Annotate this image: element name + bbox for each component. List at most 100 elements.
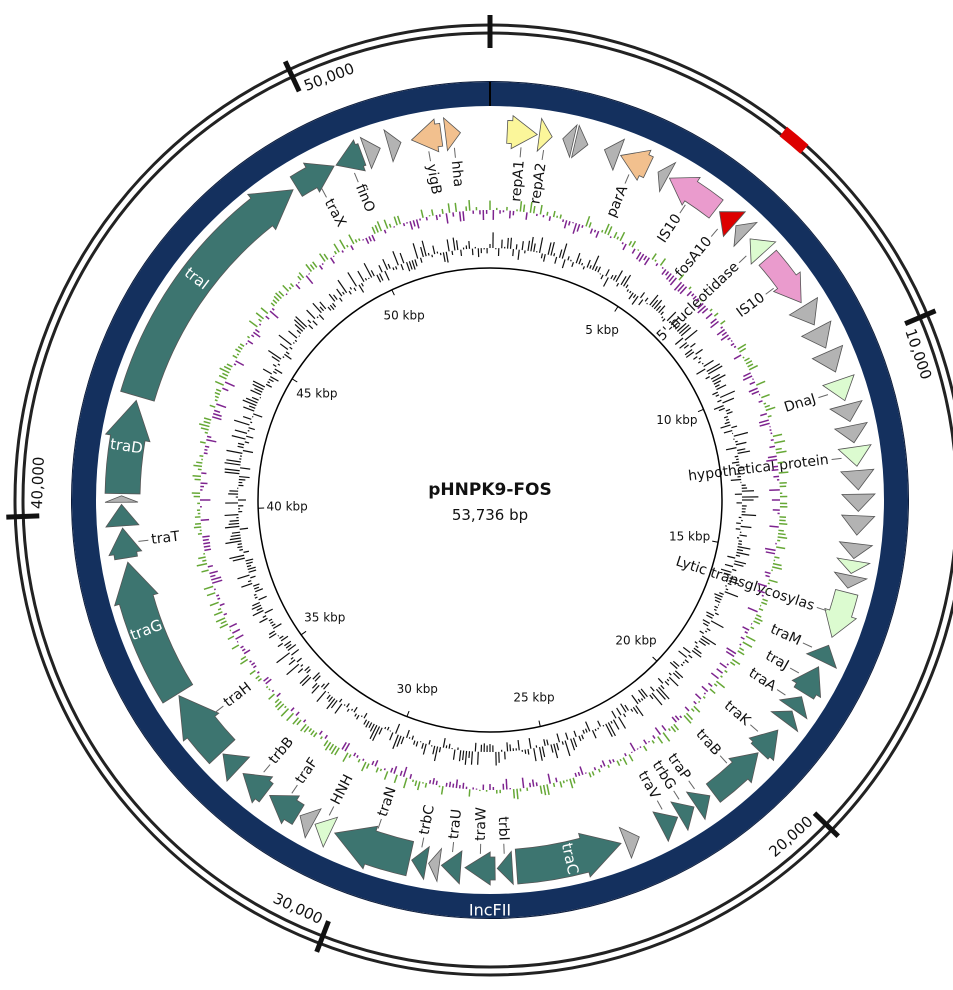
gc-content-bar — [298, 669, 303, 673]
gc-skew-bar — [351, 246, 353, 250]
gc-skew-bar — [564, 220, 566, 228]
gene-label-is10: IS10 — [734, 290, 768, 321]
gc-skew-bar — [199, 424, 209, 427]
gc-content-bar — [711, 621, 723, 628]
gc-skew-bar — [279, 291, 284, 296]
gc-content-bar — [449, 744, 450, 749]
gene-arrow-orf-19 — [841, 469, 874, 490]
gc-content-bar — [471, 751, 472, 764]
gc-skew-bar — [694, 706, 700, 712]
gc-skew-bar — [241, 646, 244, 648]
gc-content-bar — [587, 260, 590, 267]
gc-content-bar — [291, 657, 293, 659]
gene-arrow-orf-24 — [835, 572, 867, 588]
gc-skew-bar — [544, 785, 546, 795]
gc-skew-bar — [372, 761, 374, 765]
gc-skew-bar — [638, 249, 639, 250]
gene-arrow-trax — [290, 163, 334, 196]
gc-content-bar — [312, 683, 317, 688]
gc-skew-bar — [250, 661, 252, 662]
gc-content-bar — [611, 721, 612, 723]
gc-content-bar — [562, 259, 565, 268]
gc-content-bar — [273, 364, 276, 366]
gc-skew-bar — [602, 760, 604, 766]
gc-skew-bar — [372, 235, 375, 241]
gc-skew-bar — [222, 388, 228, 390]
gc-content-bar — [321, 684, 324, 687]
gc-skew-bar — [375, 760, 378, 766]
gc-skew-bar — [421, 210, 423, 218]
gc-content-bar — [373, 726, 380, 740]
gc-content-bar — [525, 750, 526, 754]
gc-content-bar — [278, 643, 283, 646]
gc-content-bar — [650, 687, 654, 691]
gc-content-bar — [313, 321, 317, 325]
gene-label-connector — [453, 842, 454, 852]
gc-skew-bar — [219, 376, 226, 379]
gene-label-tram: traM — [768, 621, 804, 649]
gc-content-bar — [626, 285, 628, 288]
gc-skew-bar — [442, 786, 443, 794]
gc-content-bar — [286, 644, 291, 648]
gc-skew-bar — [773, 564, 782, 566]
gene-arrow-orf-12 — [789, 298, 817, 325]
gc-content-bar — [241, 583, 252, 587]
gc-content-bar — [238, 443, 244, 444]
inner-scale-label: 10 kbp — [656, 413, 697, 427]
gc-content-bar — [583, 266, 584, 269]
gc-skew-bar — [720, 663, 727, 668]
gc-skew-bar — [309, 274, 310, 275]
gc-content-bar — [354, 707, 357, 712]
plasmid-length: 53,736 bp — [452, 506, 528, 524]
gene-arrow-trav — [653, 812, 678, 841]
gc-content-bar — [225, 515, 239, 516]
gc-skew-bar — [210, 405, 216, 407]
gc-content-bar — [551, 242, 554, 255]
gc-skew-bar — [717, 669, 723, 673]
gc-skew-bar — [672, 717, 676, 722]
gc-skew-bar — [257, 672, 259, 673]
gc-content-bar — [727, 412, 733, 414]
gc-skew-bar — [199, 456, 203, 457]
gc-skew-bar — [222, 373, 227, 376]
gc-content-bar — [478, 752, 479, 765]
gc-content-bar — [234, 420, 249, 425]
gc-skew-bar — [517, 789, 518, 799]
gc-content-bar — [669, 677, 678, 686]
gc-skew-bar — [232, 629, 239, 633]
position-label: 50,000 — [301, 59, 356, 94]
gc-content-bar — [555, 257, 557, 264]
gc-content-bar — [248, 581, 251, 582]
gc-content-bar — [254, 594, 256, 595]
gc-skew-bar — [297, 720, 301, 725]
gc-skew-bar — [560, 781, 562, 787]
gc-content-bar — [457, 240, 458, 250]
gc-skew-bar — [660, 259, 665, 266]
gc-content-bar — [350, 287, 351, 289]
gc-skew-bar — [272, 308, 274, 310]
gc-skew-bar — [446, 783, 447, 787]
gc-skew-bar — [253, 332, 260, 337]
position-tick — [6, 516, 39, 517]
gc-skew-bar — [404, 778, 407, 788]
gc-skew-bar — [666, 271, 669, 275]
position-label: 10,000 — [901, 326, 935, 381]
gc-skew-bar — [644, 740, 647, 744]
inner-scale-tick — [301, 631, 306, 634]
gc-content-bar — [656, 306, 660, 311]
gc-skew-bar — [331, 258, 335, 264]
gc-content-bar — [407, 262, 410, 271]
gc-content-bar — [409, 261, 412, 269]
gc-skew-bar — [394, 766, 397, 773]
gc-content-bar — [414, 741, 415, 745]
gc-content-bar — [669, 673, 671, 675]
gc-skew-bar — [739, 648, 743, 651]
gc-skew-bar — [637, 252, 641, 259]
gc-skew-bar — [743, 373, 750, 377]
gc-content-bar — [235, 430, 247, 433]
gc-content-bar — [465, 751, 466, 765]
gc-content-bar — [665, 681, 669, 685]
gc-skew-bar — [201, 428, 209, 430]
gene-arrow-trat — [109, 528, 142, 560]
gc-skew-bar — [235, 349, 240, 352]
